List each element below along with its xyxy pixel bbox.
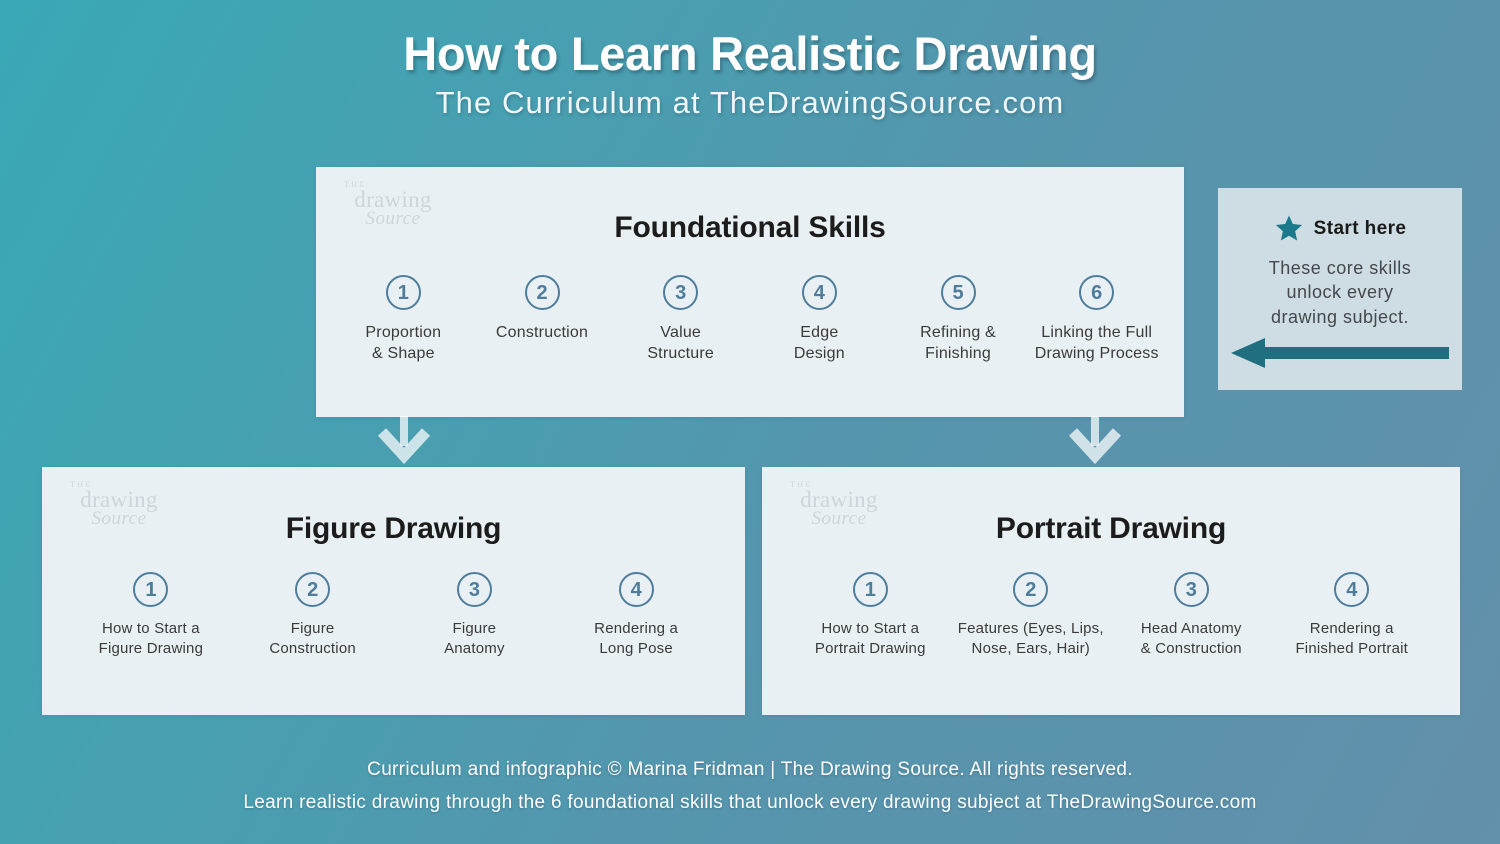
- logo-drawing-text: drawing: [800, 487, 878, 512]
- step-number-badge: 3: [1173, 572, 1209, 607]
- step-number-badge: 6: [1079, 275, 1115, 310]
- step-label: Figure Construction: [269, 620, 356, 657]
- step-label: Proportion & Shape: [365, 324, 442, 363]
- step-label: Refining & Finishing: [920, 324, 996, 363]
- logo-the-text: THE: [790, 480, 813, 489]
- step-item[interactable]: 1 How to Start a Figure Drawing: [70, 572, 232, 659]
- step-item[interactable]: 1 How to Start a Portrait Drawing: [790, 572, 951, 659]
- logo-source-text: Source: [365, 208, 421, 229]
- step-number-badge: 2: [1013, 572, 1049, 607]
- step-number-badge: 3: [663, 275, 699, 310]
- panel-title-figure: Figure Drawing: [285, 512, 502, 545]
- panel-title-foundational: Foundational Skills: [614, 211, 886, 244]
- step-item[interactable]: 4 Rendering a Finished Portrait: [1272, 572, 1433, 659]
- step-number-badge: 5: [940, 275, 976, 310]
- start-here-callout: Start here These core skills unlock ever…: [1218, 188, 1462, 390]
- page-header: How to Learn Realistic Drawing The Curri…: [0, 26, 1500, 121]
- step-number-badge: 4: [1334, 572, 1370, 607]
- logo-the-text: THE: [344, 180, 367, 189]
- step-label: Edge Design: [793, 324, 845, 363]
- panel-title-portrait: Portrait Drawing: [995, 512, 1227, 545]
- step-number-badge: 4: [618, 572, 654, 607]
- step-label: Figure Anatomy: [444, 620, 505, 657]
- step-item[interactable]: 1 Proportion & Shape: [334, 275, 473, 365]
- footer-copyright-line: Curriculum and infographic © Marina Frid…: [367, 759, 1133, 780]
- page-title: How to Learn Realistic Drawing: [403, 27, 1097, 80]
- step-number-badge: 2: [295, 572, 331, 607]
- step-label: Construction: [495, 324, 589, 341]
- drawing-source-logo-watermark: THE drawing Source: [338, 180, 448, 229]
- step-number-badge: 2: [524, 275, 560, 310]
- step-label: Features (Eyes, Lips, Nose, Ears, Hair): [957, 620, 1104, 657]
- step-label: How to Start a Portrait Drawing: [814, 620, 926, 657]
- connector-arrow-to-portrait: [1068, 416, 1122, 465]
- panel-portrait-drawing: THE drawing Source Portrait Drawing 1 Ho…: [762, 467, 1460, 715]
- page-footer: Curriculum and infographic © Marina Frid…: [0, 759, 1500, 814]
- step-label: Value Structure: [647, 324, 715, 363]
- step-label: Rendering a Long Pose: [594, 620, 679, 657]
- step-item[interactable]: 4 Edge Design: [750, 275, 889, 365]
- step-number-badge: 3: [456, 572, 492, 607]
- step-label: Rendering a Finished Portrait: [1295, 620, 1409, 657]
- start-here-label: Start here: [1313, 217, 1407, 239]
- step-list-figure: 1 How to Start a Figure Drawing 2 Figure…: [42, 572, 745, 659]
- callout-body-text: These core skills unlock every drawing s…: [1268, 258, 1412, 327]
- drawing-source-logo-watermark: THE drawing Source: [64, 480, 174, 529]
- step-item[interactable]: 3 Value Structure: [611, 275, 750, 365]
- star-icon: [1275, 215, 1302, 241]
- footer-tagline: Learn realistic drawing through the 6 fo…: [243, 792, 1257, 813]
- panel-foundational-skills: THE drawing Source Foundational Skills 1…: [316, 167, 1184, 417]
- step-label: Head Anatomy & Construction: [1140, 620, 1242, 657]
- step-item[interactable]: 2 Figure Construction: [232, 572, 394, 659]
- step-number-badge: 4: [801, 275, 837, 310]
- logo-the-text: THE: [70, 480, 93, 489]
- step-item[interactable]: 3 Figure Anatomy: [394, 572, 556, 659]
- logo-drawing-text: drawing: [354, 187, 432, 212]
- connector-arrow-to-figure: [377, 416, 431, 465]
- step-label: How to Start a Figure Drawing: [98, 620, 204, 657]
- step-item[interactable]: 2 Construction: [473, 275, 612, 365]
- page-subtitle: The Curriculum at TheDrawingSource.com: [435, 85, 1065, 120]
- step-item[interactable]: 6 Linking the Full Drawing Process: [1027, 275, 1166, 365]
- step-item[interactable]: 2 Features (Eyes, Lips, Nose, Ears, Hair…: [951, 572, 1112, 659]
- drawing-source-logo-watermark: THE drawing Source: [784, 480, 894, 529]
- callout-heading-row: Start here: [1218, 214, 1462, 243]
- step-list-foundational: 1 Proportion & Shape 2 Construction 3 Va…: [316, 275, 1184, 365]
- panel-figure-drawing: THE drawing Source Figure Drawing 1 How …: [42, 467, 745, 715]
- logo-drawing-text: drawing: [80, 487, 158, 512]
- logo-source-text: Source: [811, 508, 867, 529]
- logo-source-text: Source: [91, 508, 147, 529]
- step-item[interactable]: 4 Rendering a Long Pose: [555, 572, 717, 659]
- arrow-left-icon: [1231, 338, 1449, 368]
- step-number-badge: 1: [385, 275, 421, 310]
- step-number-badge: 1: [852, 572, 888, 607]
- step-item[interactable]: 3 Head Anatomy & Construction: [1111, 572, 1272, 659]
- step-label: Linking the Full Drawing Process: [1034, 324, 1159, 363]
- step-list-portrait: 1 How to Start a Portrait Drawing 2 Feat…: [762, 572, 1460, 659]
- step-item[interactable]: 5 Refining & Finishing: [889, 275, 1028, 365]
- step-number-badge: 1: [133, 572, 169, 607]
